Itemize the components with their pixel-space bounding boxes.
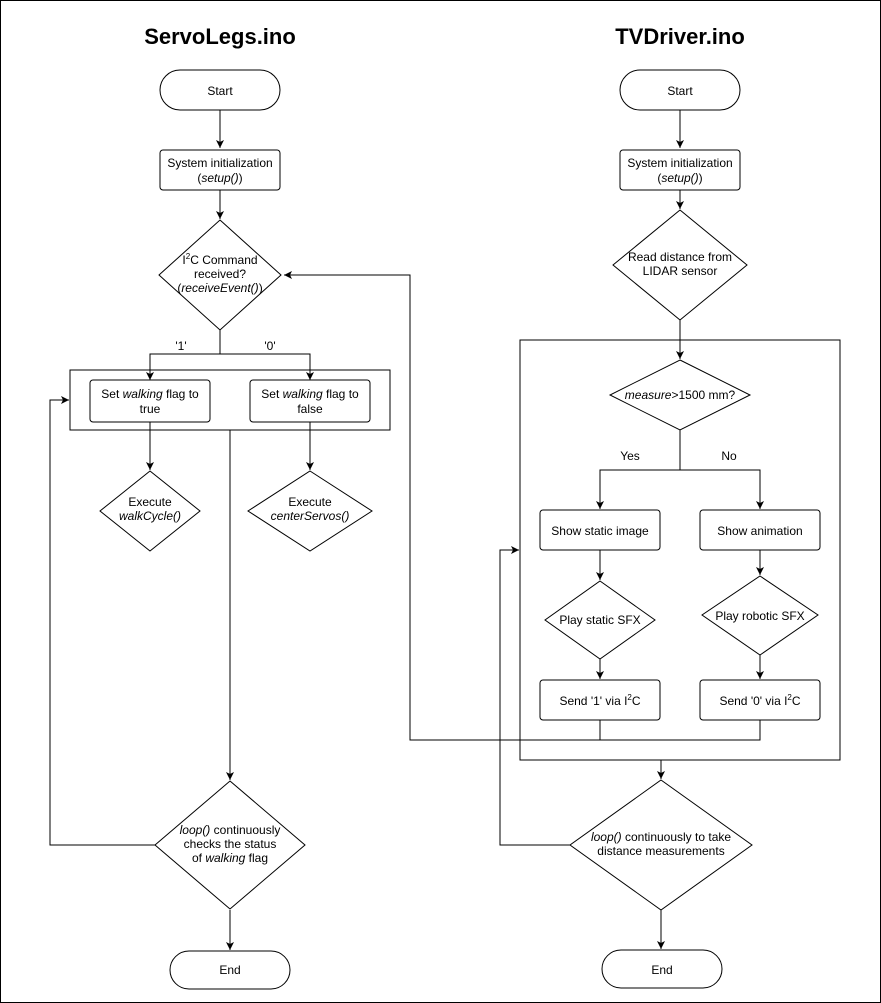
servo-end-terminal (169, 950, 291, 990)
tv-end-label: End (651, 963, 672, 977)
tv-init-line2: (setup()) (657, 171, 702, 185)
servo-walk-decision (99, 470, 201, 552)
servo-i2c-decision (158, 219, 282, 331)
servo-loop-line1: loop() continuously (180, 823, 281, 837)
servo-init-line2: (setup()) (197, 171, 242, 185)
tv-branch-no-label: No (721, 449, 737, 463)
tv-read-decision (612, 209, 748, 321)
servo-loop-line3: of walking flag (192, 851, 268, 865)
tv-loop-line1: loop() continuously to take (591, 830, 731, 844)
servo-title: ServoLegs.ino (144, 24, 296, 49)
servo-branch-one-label: '1' (175, 339, 186, 353)
servo-i2c-line2: received? (194, 267, 246, 281)
tv-static-sfx-decision (544, 580, 656, 660)
servo-end-label: End (219, 963, 240, 977)
servo-loop-decision (154, 780, 306, 910)
tv-animation-label: Show animation (717, 524, 802, 538)
tv-measure-decision (608, 359, 752, 431)
tv-robotic-sfx-decision (701, 575, 819, 656)
tv-static-image-box (539, 509, 661, 551)
tv-end-terminal (601, 949, 723, 989)
tv-read-line2: LIDAR sensor (643, 264, 718, 278)
servo-walk-line1: Execute (128, 495, 172, 509)
servo-i2c-line3: (receiveEvent()) (177, 281, 262, 295)
edge-i2c-to-set-false (220, 353, 314, 380)
tv-loop-decision (569, 779, 753, 911)
tv-init-box (619, 149, 741, 191)
tv-edges (284, 110, 764, 949)
edge-measure-no (680, 469, 764, 509)
servo-walk-line2: walkCycle() (119, 509, 181, 523)
servo-init-line1: System initialization (167, 156, 272, 170)
servo-set-true-line2: true (140, 402, 161, 416)
servo-set-true-box (89, 379, 211, 423)
servo-set-false-box (249, 379, 371, 423)
tv-send-one-label: Send '1' via I2C (559, 693, 640, 708)
tv-loop-line2: distance measurements (597, 844, 724, 858)
servo-flag-group (69, 369, 391, 431)
tv-title: TVDriver.ino (615, 24, 745, 49)
tv-read-line1: Read distance from (628, 250, 732, 264)
servo-set-false-line2: false (297, 402, 323, 416)
tv-send-zero-box (699, 679, 821, 721)
servo-i2c-line1: I2C Command (182, 252, 257, 267)
servo-center-decision (247, 470, 373, 552)
tv-send-zero-label: Send '0' via I2C (719, 693, 800, 708)
servo-set-true-line1: Set walking flag to (101, 387, 199, 401)
edge-measure-yes (596, 430, 681, 509)
servo-loop-line2: checks the status (184, 837, 277, 851)
tv-send-one-box (539, 679, 661, 721)
tv-start-terminal (619, 69, 741, 111)
tv-start-label: Start (667, 84, 693, 98)
tv-animation-box (699, 509, 821, 551)
servo-center-line2: centerServos() (271, 509, 350, 523)
servo-init-box (159, 149, 281, 191)
edge-send-zero-to-servo-i2c (600, 720, 761, 741)
servo-start-label: Start (207, 84, 233, 98)
tv-robotic-sfx-label: Play robotic SFX (715, 609, 804, 623)
tv-static-sfx-label: Play static SFX (559, 613, 640, 627)
servo-start-terminal (159, 69, 281, 111)
tv-display-group (519, 339, 841, 761)
tv-init-line1: System initialization (627, 156, 732, 170)
tv-static-image-label: Show static image (551, 524, 649, 538)
tv-measure-label: measure>1500 mm? (625, 388, 736, 402)
edge-tv-loop-back (499, 546, 571, 846)
edge-loop-back (49, 396, 155, 846)
servo-branch-zero-label: '0' (264, 339, 275, 353)
servo-center-line1: Execute (288, 495, 332, 509)
tv-branch-yes-label: Yes (620, 449, 640, 463)
edge-i2c-to-set-true (146, 329, 221, 380)
edge-send-one-to-servo-i2c (284, 271, 601, 741)
servo-set-false-line1: Set walking flag to (261, 387, 359, 401)
